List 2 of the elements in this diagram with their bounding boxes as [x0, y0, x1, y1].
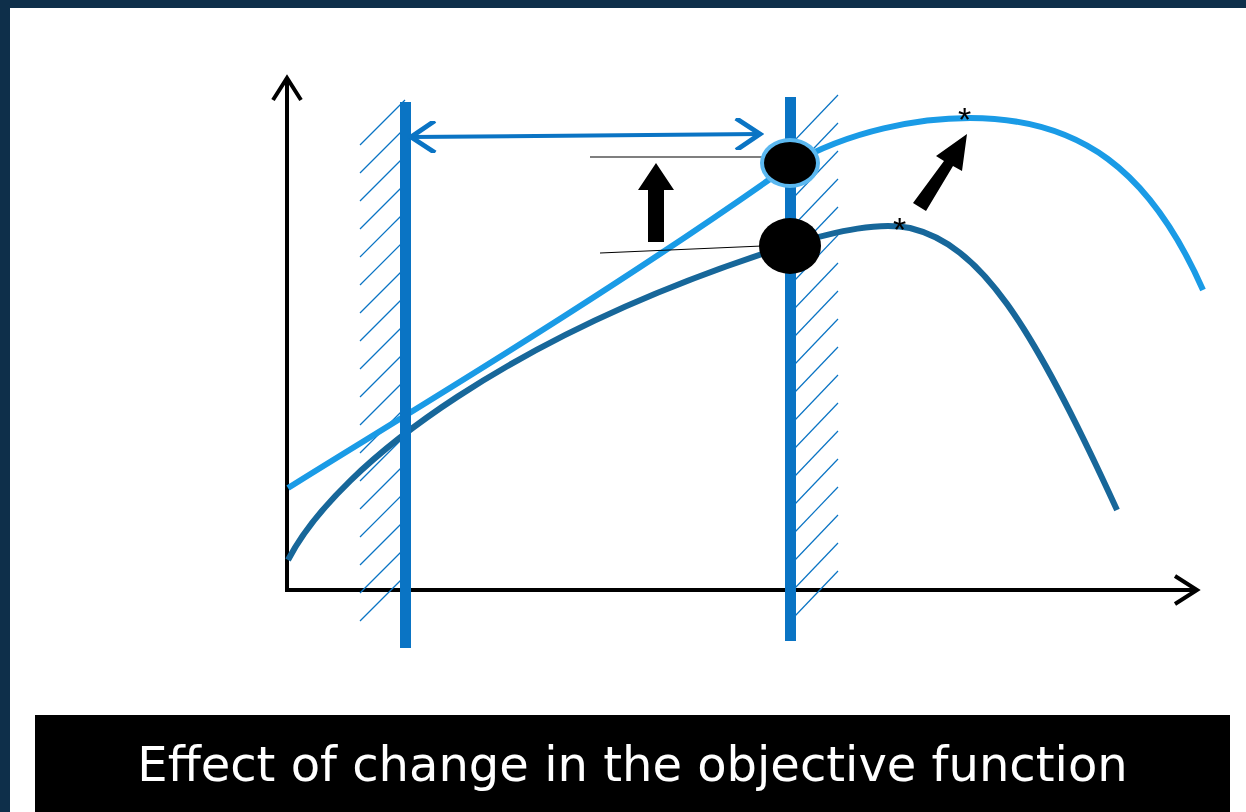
- caption: Effect of change in the objective function: [35, 715, 1230, 812]
- double-arrow: [408, 115, 763, 156]
